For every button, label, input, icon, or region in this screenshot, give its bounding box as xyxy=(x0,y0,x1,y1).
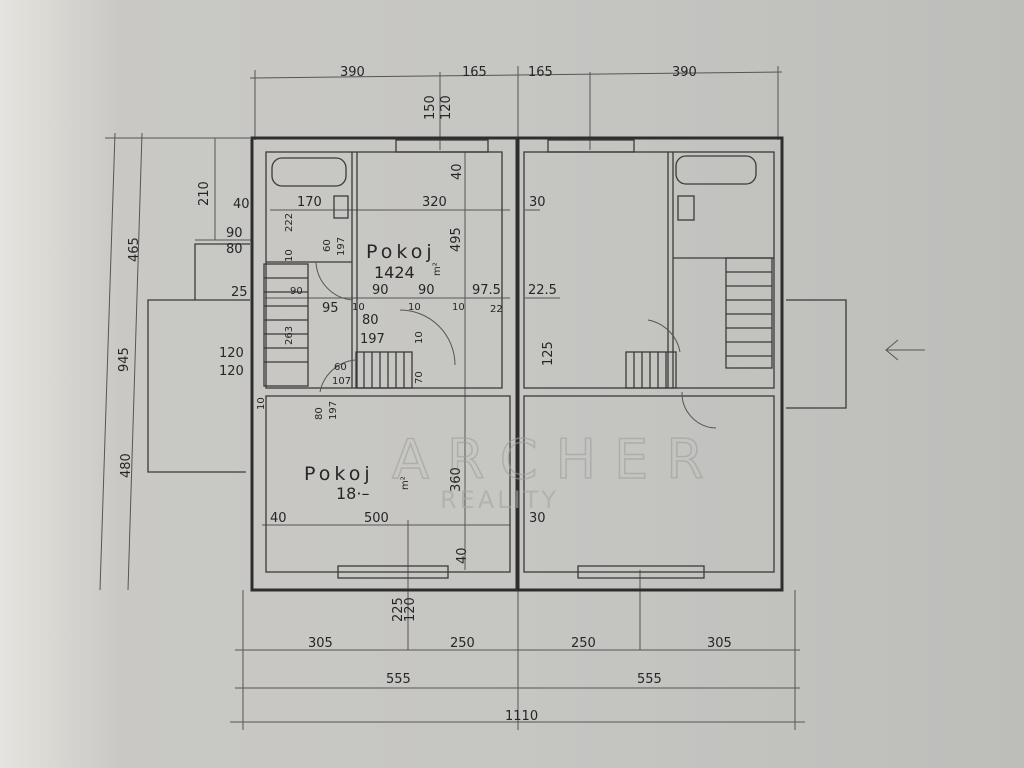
dim-left: 480 xyxy=(119,453,134,478)
dim: 10 xyxy=(452,302,465,313)
dim-left: 80 xyxy=(226,242,243,257)
dim: 495 xyxy=(449,227,464,252)
dim: 80 xyxy=(314,407,325,420)
dim: 22.5 xyxy=(528,283,557,298)
area-unit: m² xyxy=(432,262,443,276)
dim: 10 xyxy=(352,302,365,313)
dim-left: 945 xyxy=(117,347,132,372)
dim: 125 xyxy=(541,341,556,366)
dim-bottom: 305 xyxy=(308,636,333,651)
dim-top: 165 xyxy=(462,65,487,80)
dim-left: 40 xyxy=(233,197,250,212)
walls xyxy=(147,136,847,592)
area-unit: m² xyxy=(400,476,411,490)
dim: 10 xyxy=(256,397,267,410)
arrow-left-icon xyxy=(885,339,925,361)
dim: 170 xyxy=(297,195,322,210)
dim: 197 xyxy=(328,401,339,420)
dim-bottom-total: 1110 xyxy=(505,709,538,724)
dim-bottom: 305 xyxy=(707,636,732,651)
dim-top: 120 xyxy=(439,95,454,120)
dim-left: 465 xyxy=(127,237,142,262)
dim-top: 150 xyxy=(423,95,438,120)
dim-left: 120 xyxy=(219,364,244,379)
dim: 40 xyxy=(450,163,465,180)
room-label-lower: Pokoj xyxy=(304,463,374,485)
watermark-logo: ARCHER REALITY xyxy=(391,427,722,514)
dim: 10 xyxy=(284,249,295,262)
dim: 263 xyxy=(284,326,295,345)
dim-left: 90 xyxy=(226,226,243,241)
dim-bottom: 250 xyxy=(571,636,596,651)
dim: 70 xyxy=(414,371,425,384)
dim: 90 xyxy=(418,283,435,298)
dim: 197 xyxy=(360,332,385,347)
dim: 30 xyxy=(529,195,546,210)
dim: 40 xyxy=(270,511,287,526)
dim: 95 xyxy=(322,301,339,316)
dim-top: 390 xyxy=(672,65,697,80)
dimension-lines xyxy=(99,66,805,730)
dim: 222 xyxy=(284,213,295,232)
dim: 197 xyxy=(336,237,347,256)
dim-bottom: 555 xyxy=(637,672,662,687)
dim: 10 xyxy=(414,331,425,344)
svg-text:ARCHER: ARCHER xyxy=(392,428,722,491)
svg-text:REALITY: REALITY xyxy=(440,486,559,514)
dim-bottom: 250 xyxy=(450,636,475,651)
dim: 30 xyxy=(529,511,546,526)
dim: 360 xyxy=(449,467,464,492)
dim: 40 xyxy=(455,547,470,564)
dim-top: 165 xyxy=(528,65,553,80)
dim: 60 xyxy=(334,362,347,373)
dim-left: 120 xyxy=(219,346,244,361)
dim-bottom: 120 xyxy=(403,597,418,622)
dim: 10 xyxy=(408,302,421,313)
dim-top: 390 xyxy=(340,65,365,80)
dim: 500 xyxy=(364,511,389,526)
staircases xyxy=(263,257,773,389)
dim-bottom: 225 xyxy=(391,597,406,622)
room-label-upper: Pokoj xyxy=(366,241,436,263)
dim-left: 25 xyxy=(231,285,248,300)
dim-left: 210 xyxy=(197,181,212,206)
dim-bottom: 555 xyxy=(386,672,411,687)
room-area-upper: 1424 xyxy=(374,263,415,282)
dim: 90 xyxy=(372,283,389,298)
dim: 320 xyxy=(422,195,447,210)
room-area-lower: 18·– xyxy=(336,484,369,503)
dim: 80 xyxy=(362,313,379,328)
dim: 90 xyxy=(290,286,303,297)
dim: 107 xyxy=(332,376,351,387)
door-swings xyxy=(315,261,717,429)
dim: 97.5 xyxy=(472,283,501,298)
dim: 22 xyxy=(490,304,503,315)
dim: 60 xyxy=(322,239,333,252)
